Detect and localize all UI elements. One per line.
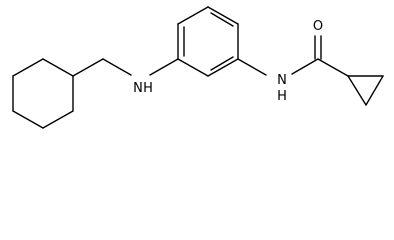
bond [149,58,179,76]
double-bond-inner [210,56,234,71]
benzene-ring [177,6,239,77]
bond [177,58,209,77]
amide-nh-label: N H [277,73,287,104]
bond [12,58,44,77]
atom-label-n: N [133,81,143,96]
cyclopropane-ring [347,75,384,106]
bond [365,75,384,106]
cyclohexane-ring [12,58,74,129]
bond [237,58,267,76]
bond [291,58,319,75]
double-bond-inner [210,12,234,27]
bond [42,58,74,77]
atom-label-o: O [313,19,323,34]
bond [207,58,239,77]
bond [42,110,74,129]
bond [177,6,209,25]
amine-nh-label: N H [133,81,153,96]
bond [347,75,367,106]
bond [12,110,44,129]
atom-label-h: H [143,81,153,96]
bond [207,6,239,25]
atom-label-h: H [277,89,287,104]
bond [102,58,132,76]
atom-label-n: N [277,73,287,88]
bond [72,58,104,77]
molecule-structure: N H N H O [12,6,384,129]
bond [317,58,349,77]
